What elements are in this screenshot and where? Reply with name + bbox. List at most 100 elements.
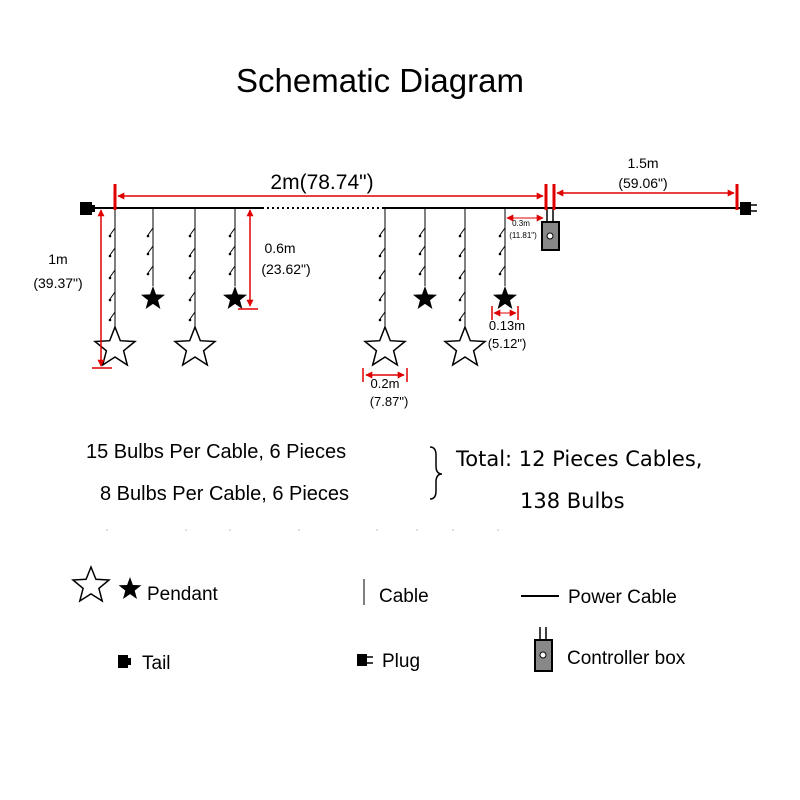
bulb-tick: [189, 291, 196, 300]
star-filled-icon: [493, 286, 517, 309]
tail-icon: [80, 202, 95, 215]
bulb-tick: [109, 247, 116, 256]
bulb-tick: [109, 227, 116, 236]
plug-icon: [357, 654, 373, 666]
bulb-dot: [378, 276, 382, 280]
legend-power-cable-label: Power Cable: [568, 587, 677, 608]
bulb-dot: [228, 252, 232, 256]
cable-long-in-label: (39.37"): [33, 275, 82, 291]
bulb-dot: [458, 234, 462, 238]
bulb-dot: [188, 276, 192, 280]
bulb-tick: [189, 227, 196, 236]
separator-dots: [106, 529, 499, 531]
star-large-m-label: 0.2m: [371, 376, 400, 391]
bulb-tick: [147, 227, 154, 236]
bulb-dot: [188, 254, 192, 258]
bulb-dot: [458, 254, 462, 258]
legend-controller-label: Controller box: [567, 648, 686, 669]
legend-pendant-label: Pendant: [147, 584, 219, 605]
bulb-tick: [459, 311, 466, 320]
bulb-tick: [147, 245, 154, 254]
bulb-dot: [378, 298, 382, 302]
bulb-tick: [147, 265, 154, 274]
star-filled-icon: [223, 286, 247, 309]
bulb-dot: [498, 234, 502, 238]
bulb-tick: [189, 311, 196, 320]
bulb-dot: [458, 318, 462, 322]
star-outline-icon: [443, 324, 487, 367]
bulb-dot: [498, 252, 502, 256]
bulb-tick: [499, 265, 506, 274]
star-filled-icon: [413, 286, 437, 309]
bulb-tick: [189, 269, 196, 278]
bulb-tick: [499, 245, 506, 254]
legend: Pendant Cable Power Cable Tail Plug Cont…: [71, 564, 686, 674]
legend-tail-label: Tail: [142, 653, 171, 674]
plug-icon: [740, 202, 757, 215]
bulb-dot: [108, 318, 112, 322]
bulb-dot: [378, 318, 382, 322]
dimension-lines: [92, 184, 739, 382]
bulb-dot: [418, 252, 422, 256]
total-line-1: Total: 12 Pieces Cables,: [455, 447, 702, 471]
bulb-tick: [229, 245, 236, 254]
bulb-dot: [188, 298, 192, 302]
bulb-dot: [418, 272, 422, 276]
bulb-dot: [378, 234, 382, 238]
total-line-2: 138 Bulbs: [520, 489, 625, 513]
bulb-tick: [109, 311, 116, 320]
bulb-ticks: [108, 227, 506, 322]
bulb-dot: [108, 254, 112, 258]
spacing-m-label: 0.3m: [512, 219, 530, 228]
bulb-tick: [459, 269, 466, 278]
star-small-in-label: (5.12"): [488, 336, 527, 351]
bulb-dot: [108, 298, 112, 302]
bulb-tick: [229, 227, 236, 236]
info-line-1: 15 Bulbs Per Cable, 6 Pieces: [86, 441, 346, 463]
star-filled-icon: [118, 577, 142, 599]
spacing-in-label: (11.81"): [509, 231, 537, 240]
bulb-tick: [499, 227, 506, 236]
bulb-tick: [419, 245, 426, 254]
bulb-dot: [188, 318, 192, 322]
star-small-m-label: 0.13m: [489, 318, 525, 333]
diagram-title: Schematic Diagram: [236, 62, 524, 99]
info-line-2: 8 Bulbs Per Cable, 6 Pieces: [100, 483, 349, 505]
bulb-tick: [379, 269, 386, 278]
star-outline-icon: [363, 324, 407, 367]
bulb-tick: [189, 247, 196, 256]
bulb-tick: [419, 265, 426, 274]
bulb-dot: [108, 276, 112, 280]
bulb-dot: [458, 276, 462, 280]
star-outline-icon: [71, 564, 111, 603]
bulb-tick: [459, 247, 466, 256]
bulb-dot: [228, 272, 232, 276]
power-length-m-label: 1.5m: [627, 155, 658, 171]
bulb-dot: [418, 234, 422, 238]
bulb-tick: [419, 227, 426, 236]
cable-group: [114, 208, 506, 327]
star-large-in-label: (7.87"): [370, 394, 409, 409]
bulb-dot: [378, 254, 382, 258]
bulb-tick: [459, 291, 466, 300]
bulb-tick: [229, 265, 236, 274]
controller-box-icon: [541, 208, 560, 251]
bulb-tick: [459, 227, 466, 236]
bulb-tick: [379, 247, 386, 256]
bulb-dot: [146, 272, 150, 276]
cable-long-m-label: 1m: [48, 251, 67, 267]
controller-box-icon: [534, 627, 553, 672]
pendant-stars: [93, 286, 517, 367]
cable-short-in-label: (23.62"): [261, 261, 310, 277]
tail-icon: [118, 655, 131, 668]
main-length-label: 2m(78.74"): [270, 171, 373, 194]
bulb-tick: [379, 227, 386, 236]
bulb-tick: [109, 291, 116, 300]
bulb-tick: [379, 291, 386, 300]
legend-cable-label: Cable: [379, 586, 429, 607]
legend-plug-label: Plug: [382, 651, 420, 672]
bulb-tick: [109, 269, 116, 278]
cable-short-m-label: 0.6m: [264, 240, 295, 256]
curly-brace: [429, 446, 443, 500]
